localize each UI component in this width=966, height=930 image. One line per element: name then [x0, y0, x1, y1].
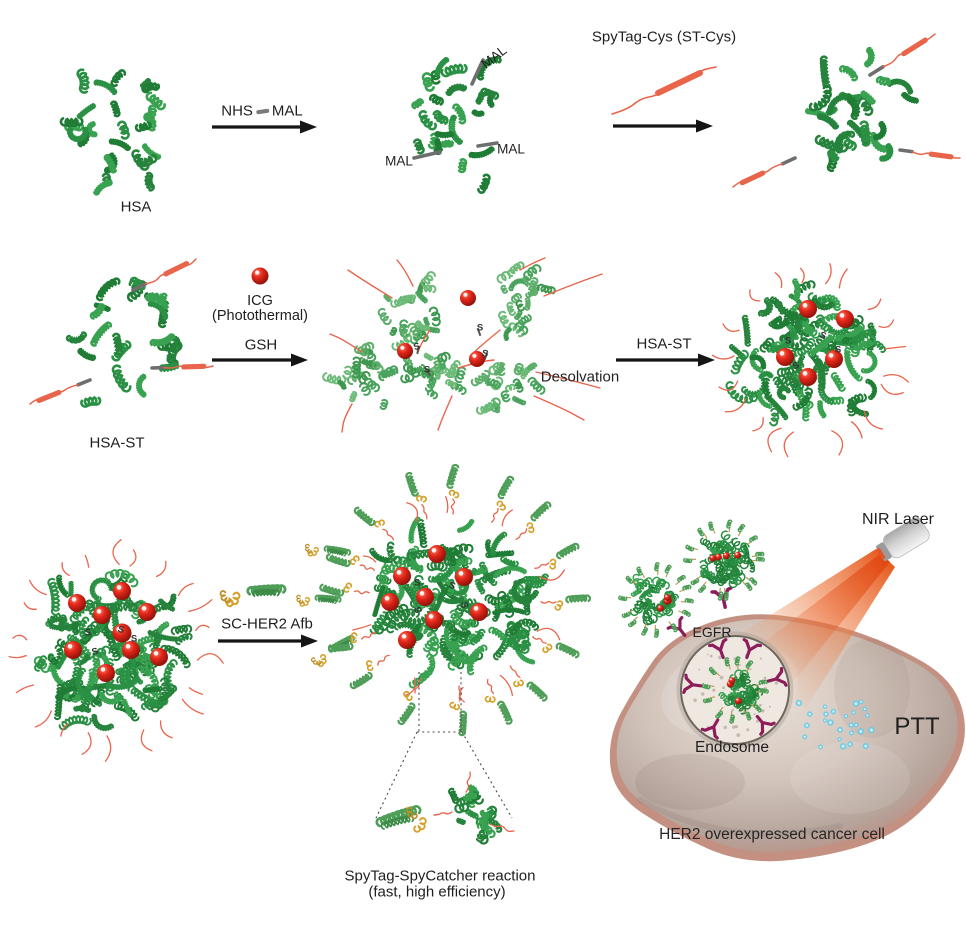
mal-protein	[411, 56, 502, 194]
icg-dye-sphere	[251, 267, 269, 285]
disulfide-s-label: S	[784, 335, 792, 347]
disulfide-s-label: S	[834, 344, 842, 356]
nir-laser-label: NIR Laser	[861, 511, 935, 528]
st-nanoparticle	[8, 539, 224, 762]
sc-her2-afb-label: SC-HER2 Afb	[221, 615, 313, 633]
nhs-text: NHS	[221, 102, 253, 120]
hsa-st-label: HSA-ST	[89, 434, 145, 452]
mal-tag-label-left: MAL	[385, 153, 413, 169]
nhs-mal-label: NHS MAL	[221, 103, 303, 120]
mal-text: MAL	[271, 102, 303, 120]
hsa-st-molecule	[29, 258, 214, 408]
endosome	[676, 631, 794, 749]
reaction-arrow-desolvation	[616, 353, 715, 367]
egfr-label: EGFR	[692, 624, 732, 640]
spytag-spycatcher-inset	[375, 771, 515, 845]
disulfide-s-label: S	[423, 364, 431, 376]
icg-label: ICG	[247, 293, 273, 309]
disulfide-s-label: S	[413, 577, 421, 589]
endosome-label: Endosome	[694, 739, 770, 756]
spytag-cys-label: SpyTag-Cys (ST-Cys)	[591, 28, 737, 46]
ptt-label: PTT	[894, 713, 940, 740]
disulfide-s-label: S	[84, 627, 92, 639]
reaction-arrow-spytag	[613, 119, 713, 133]
nir-laser-device	[876, 517, 930, 562]
photothermal-label: (Photothermal)	[212, 308, 308, 324]
mal-tag-label-right: MAL	[497, 141, 525, 157]
hsa-label: HSA	[120, 198, 152, 216]
magnifier-outline	[375, 672, 513, 819]
targeting-nanoparticles	[618, 519, 765, 638]
inset-caption-line1: SpyTag-SpyCatcher reaction	[344, 867, 536, 885]
desolvation-label: Desolvation	[540, 368, 620, 386]
crosslink-cluster	[322, 257, 603, 433]
reaction-arrow-sc-her2	[218, 634, 318, 648]
disulfide-s-label: S	[476, 322, 484, 334]
arrow-hsa-st-label: HSA-ST	[636, 335, 692, 353]
reaction-arrow-gsh	[212, 353, 308, 367]
inset-caption-line2: (fast, high efficiency)	[368, 883, 506, 901]
disulfide-s-label: S	[130, 633, 138, 645]
ptt-sparkles	[795, 699, 875, 750]
decorated-nanoparticle	[319, 463, 592, 737]
cell-caption: HER2 overexpressed cancer cell	[659, 826, 885, 843]
reaction-arrow-nhs-mal	[212, 120, 317, 134]
linker-dash-icon	[255, 108, 270, 114]
stcys-peptide	[611, 66, 717, 115]
icg-hsa-nanoparticle	[711, 263, 909, 458]
hsa-st-product-protein	[732, 33, 961, 188]
hsa-protein	[59, 68, 166, 196]
gsh-label: GSH	[244, 336, 278, 354]
